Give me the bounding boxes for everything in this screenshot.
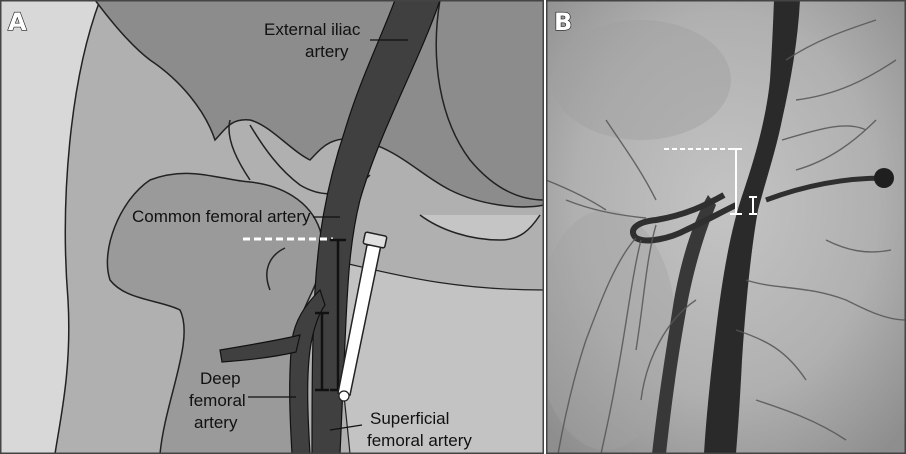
deep-femoral-label-line1: Deep xyxy=(200,369,241,388)
contrast-blob xyxy=(874,168,894,188)
panel-a-letter: A xyxy=(8,8,27,36)
common-femoral-label: Common femoral artery xyxy=(132,207,311,226)
deep-femoral-label-line3: artery xyxy=(194,413,238,432)
bone-shadow xyxy=(551,20,731,140)
panel-b-angiogram: B xyxy=(546,0,906,454)
hip-anatomy-diagram: A External iliac artery Common femoral a… xyxy=(0,0,544,454)
superficial-femoral-label-line2: femoral artery xyxy=(367,431,472,450)
angiogram-image: B xyxy=(546,0,906,454)
panel-a-illustration: A External iliac artery Common femoral a… xyxy=(0,0,544,454)
superficial-femoral-label-line1: Superficial xyxy=(370,409,449,428)
deep-femoral-label-line2: femoral xyxy=(189,391,246,410)
panel-b-letter: B xyxy=(554,8,572,36)
external-iliac-label-line1: External iliac xyxy=(264,20,361,39)
external-iliac-label-line2: artery xyxy=(305,42,349,61)
